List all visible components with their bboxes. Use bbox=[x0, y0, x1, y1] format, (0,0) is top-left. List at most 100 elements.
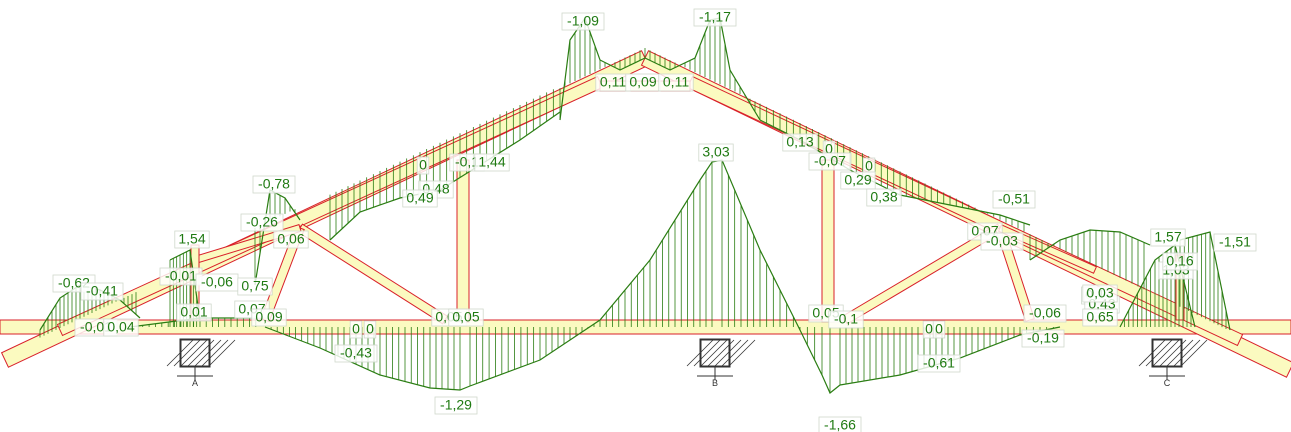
value-label-text: 0 bbox=[366, 321, 374, 337]
value-label: -1,51 bbox=[1213, 233, 1257, 252]
value-label-bg bbox=[828, 310, 864, 329]
value-label: 0,09 bbox=[625, 73, 661, 92]
curve-top-left-low bbox=[254, 189, 301, 286]
value-label-bg bbox=[402, 189, 438, 208]
value-label-bg bbox=[1082, 308, 1118, 327]
curve-bottom-mid bbox=[469, 159, 841, 394]
value-label: -1,09 bbox=[561, 12, 605, 31]
value-label: -0,41 bbox=[80, 282, 124, 301]
value-label-bg bbox=[448, 308, 484, 327]
value-label: -0,61 bbox=[917, 354, 961, 373]
value-label: 0,01 bbox=[176, 303, 212, 322]
value-label: 1,44 bbox=[474, 153, 510, 172]
value-label-text: -0,06 bbox=[1029, 305, 1061, 321]
value-label: 0,09 bbox=[251, 308, 287, 327]
value-label-text: -1,51 bbox=[1219, 234, 1251, 250]
value-label: -0,06 bbox=[195, 273, 239, 292]
value-label-bg bbox=[334, 344, 378, 363]
value-label-bg bbox=[349, 320, 363, 339]
value-label-text: 0,04 bbox=[107, 319, 134, 335]
value-label: -0,19 bbox=[1021, 329, 1065, 348]
value-label-bg bbox=[658, 73, 694, 92]
value-label: 1,57 bbox=[1150, 228, 1186, 247]
value-label: -0,26 bbox=[240, 213, 284, 232]
value-label-text: 0,38 bbox=[870, 189, 897, 205]
value-label: 0,04 bbox=[103, 318, 139, 337]
value-label-bg bbox=[174, 230, 210, 249]
value-label-text: -0,51 bbox=[998, 191, 1030, 207]
value-label: 0,03 bbox=[1082, 284, 1118, 303]
value-label: 0,06 bbox=[273, 230, 309, 249]
value-label: 0 bbox=[416, 156, 430, 175]
value-label-bg bbox=[1213, 233, 1257, 252]
value-label-bg bbox=[866, 188, 902, 207]
value-label-bg bbox=[917, 354, 961, 373]
value-label: 1,54 bbox=[174, 230, 210, 249]
support-right-label: C bbox=[1164, 378, 1171, 388]
value-label-text: 0,03 bbox=[1086, 285, 1113, 301]
value-label-text: 0,09 bbox=[629, 74, 656, 90]
value-label-text: 0,11 bbox=[600, 74, 626, 90]
value-label-bg bbox=[1150, 228, 1186, 247]
value-label-text: -0,78 bbox=[258, 176, 290, 192]
value-label-text: -0,41 bbox=[86, 283, 118, 299]
value-label: -0,06 bbox=[1023, 304, 1067, 323]
value-label: 0,16 bbox=[1162, 252, 1198, 271]
value-label: 0 bbox=[932, 320, 946, 339]
value-label-text: 0,01 bbox=[180, 304, 207, 320]
value-label-text: -0,03 bbox=[986, 233, 1018, 249]
support-middle: B bbox=[686, 338, 756, 388]
value-label-text: -0,19 bbox=[1027, 330, 1059, 346]
support-right: C bbox=[1138, 338, 1208, 388]
value-label: 0,49 bbox=[402, 189, 438, 208]
truss-members bbox=[0, 50, 1291, 378]
value-label-text: -0,1 bbox=[834, 311, 858, 327]
value-label: 0,05 bbox=[448, 308, 484, 327]
value-label-text: 1,54 bbox=[178, 231, 205, 247]
value-label-text: 0 bbox=[935, 321, 943, 337]
value-label-bg bbox=[80, 282, 124, 301]
value-label-bg bbox=[932, 320, 946, 339]
value-label: -0,07 bbox=[808, 152, 852, 171]
web-left-diagonal bbox=[296, 223, 449, 325]
value-label: 0,75 bbox=[237, 277, 273, 296]
value-label: -0,43 bbox=[334, 344, 378, 363]
value-label: 0 bbox=[349, 320, 363, 339]
value-label-bg bbox=[273, 230, 309, 249]
value-label-text: -1,66 bbox=[824, 417, 856, 432]
value-label: 0,38 bbox=[866, 188, 902, 207]
value-label-bg bbox=[818, 416, 862, 432]
support-left-label: A bbox=[192, 378, 198, 388]
support-middle-label: B bbox=[712, 378, 718, 388]
value-label-text: 0 bbox=[865, 158, 873, 174]
value-label: 0,13 bbox=[782, 133, 818, 152]
value-label: 0,65 bbox=[1082, 308, 1118, 327]
value-label-text: 0,16 bbox=[1166, 253, 1193, 269]
value-label-bg bbox=[840, 171, 876, 190]
value-label-text: 0,13 bbox=[786, 134, 813, 150]
vertical-right bbox=[821, 159, 835, 323]
value-label-bg bbox=[1023, 304, 1067, 323]
value-label-text: 0 bbox=[419, 157, 427, 173]
value-label: 3,03 bbox=[698, 143, 734, 162]
bottom-chord bbox=[0, 319, 1291, 335]
value-label-bg bbox=[363, 320, 377, 339]
value-label-text: 0,49 bbox=[406, 190, 433, 206]
curve-top-left-mid bbox=[329, 111, 561, 241]
value-label-text: -0,26 bbox=[246, 214, 278, 230]
value-label-bg bbox=[434, 396, 478, 415]
value-label: -1,29 bbox=[434, 396, 478, 415]
value-label-bg bbox=[561, 12, 605, 31]
value-label-bg bbox=[1021, 329, 1065, 348]
value-label-text: 0 bbox=[352, 321, 360, 337]
value-label-text: 0 bbox=[925, 321, 933, 337]
value-label-bg bbox=[103, 318, 139, 337]
value-label-text: -0,61 bbox=[923, 355, 955, 371]
value-label-bg bbox=[251, 308, 287, 327]
value-label-bg bbox=[176, 303, 212, 322]
value-label-text: 0,11 bbox=[663, 74, 689, 90]
value-label-bg bbox=[698, 143, 734, 162]
value-label-text: -1,17 bbox=[699, 9, 731, 25]
